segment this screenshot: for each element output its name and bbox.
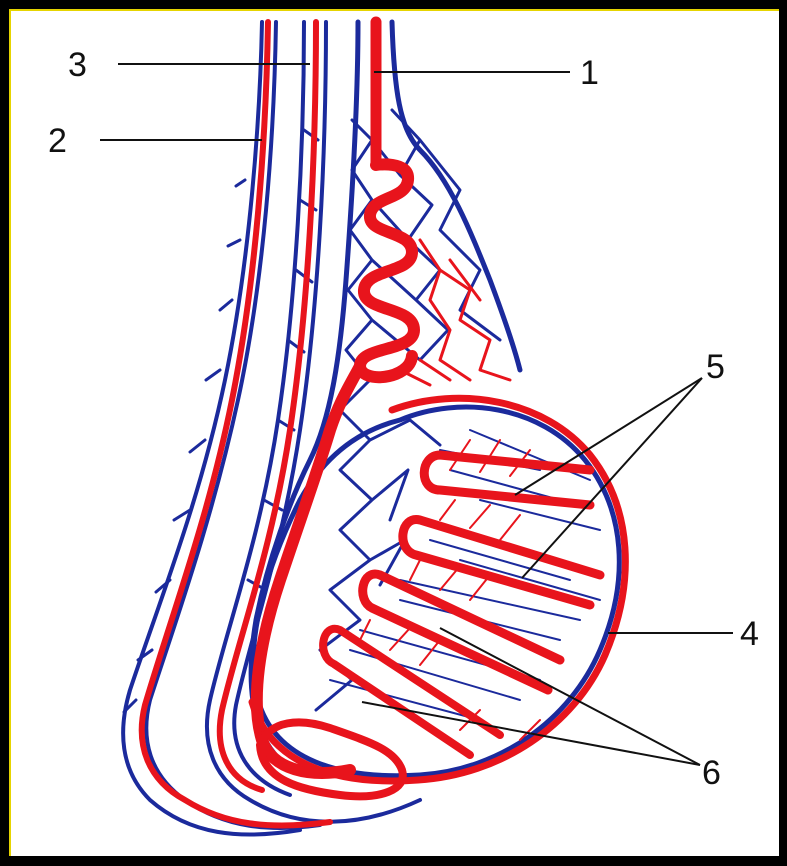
label-3: 3	[68, 46, 87, 84]
label-1: 1	[580, 54, 599, 92]
label-2: 2	[48, 122, 67, 160]
label-6: 6	[702, 754, 721, 792]
leader-line-6a	[362, 702, 700, 765]
label-5: 5	[706, 348, 725, 386]
leader-line-6b	[440, 628, 700, 765]
vein-cord-outer-left-2	[146, 22, 320, 828]
leader-line-5b	[522, 378, 702, 578]
artery-epididymal-branches	[400, 240, 510, 385]
vein-cord-outer-left	[123, 22, 300, 835]
label-4: 4	[740, 615, 759, 653]
